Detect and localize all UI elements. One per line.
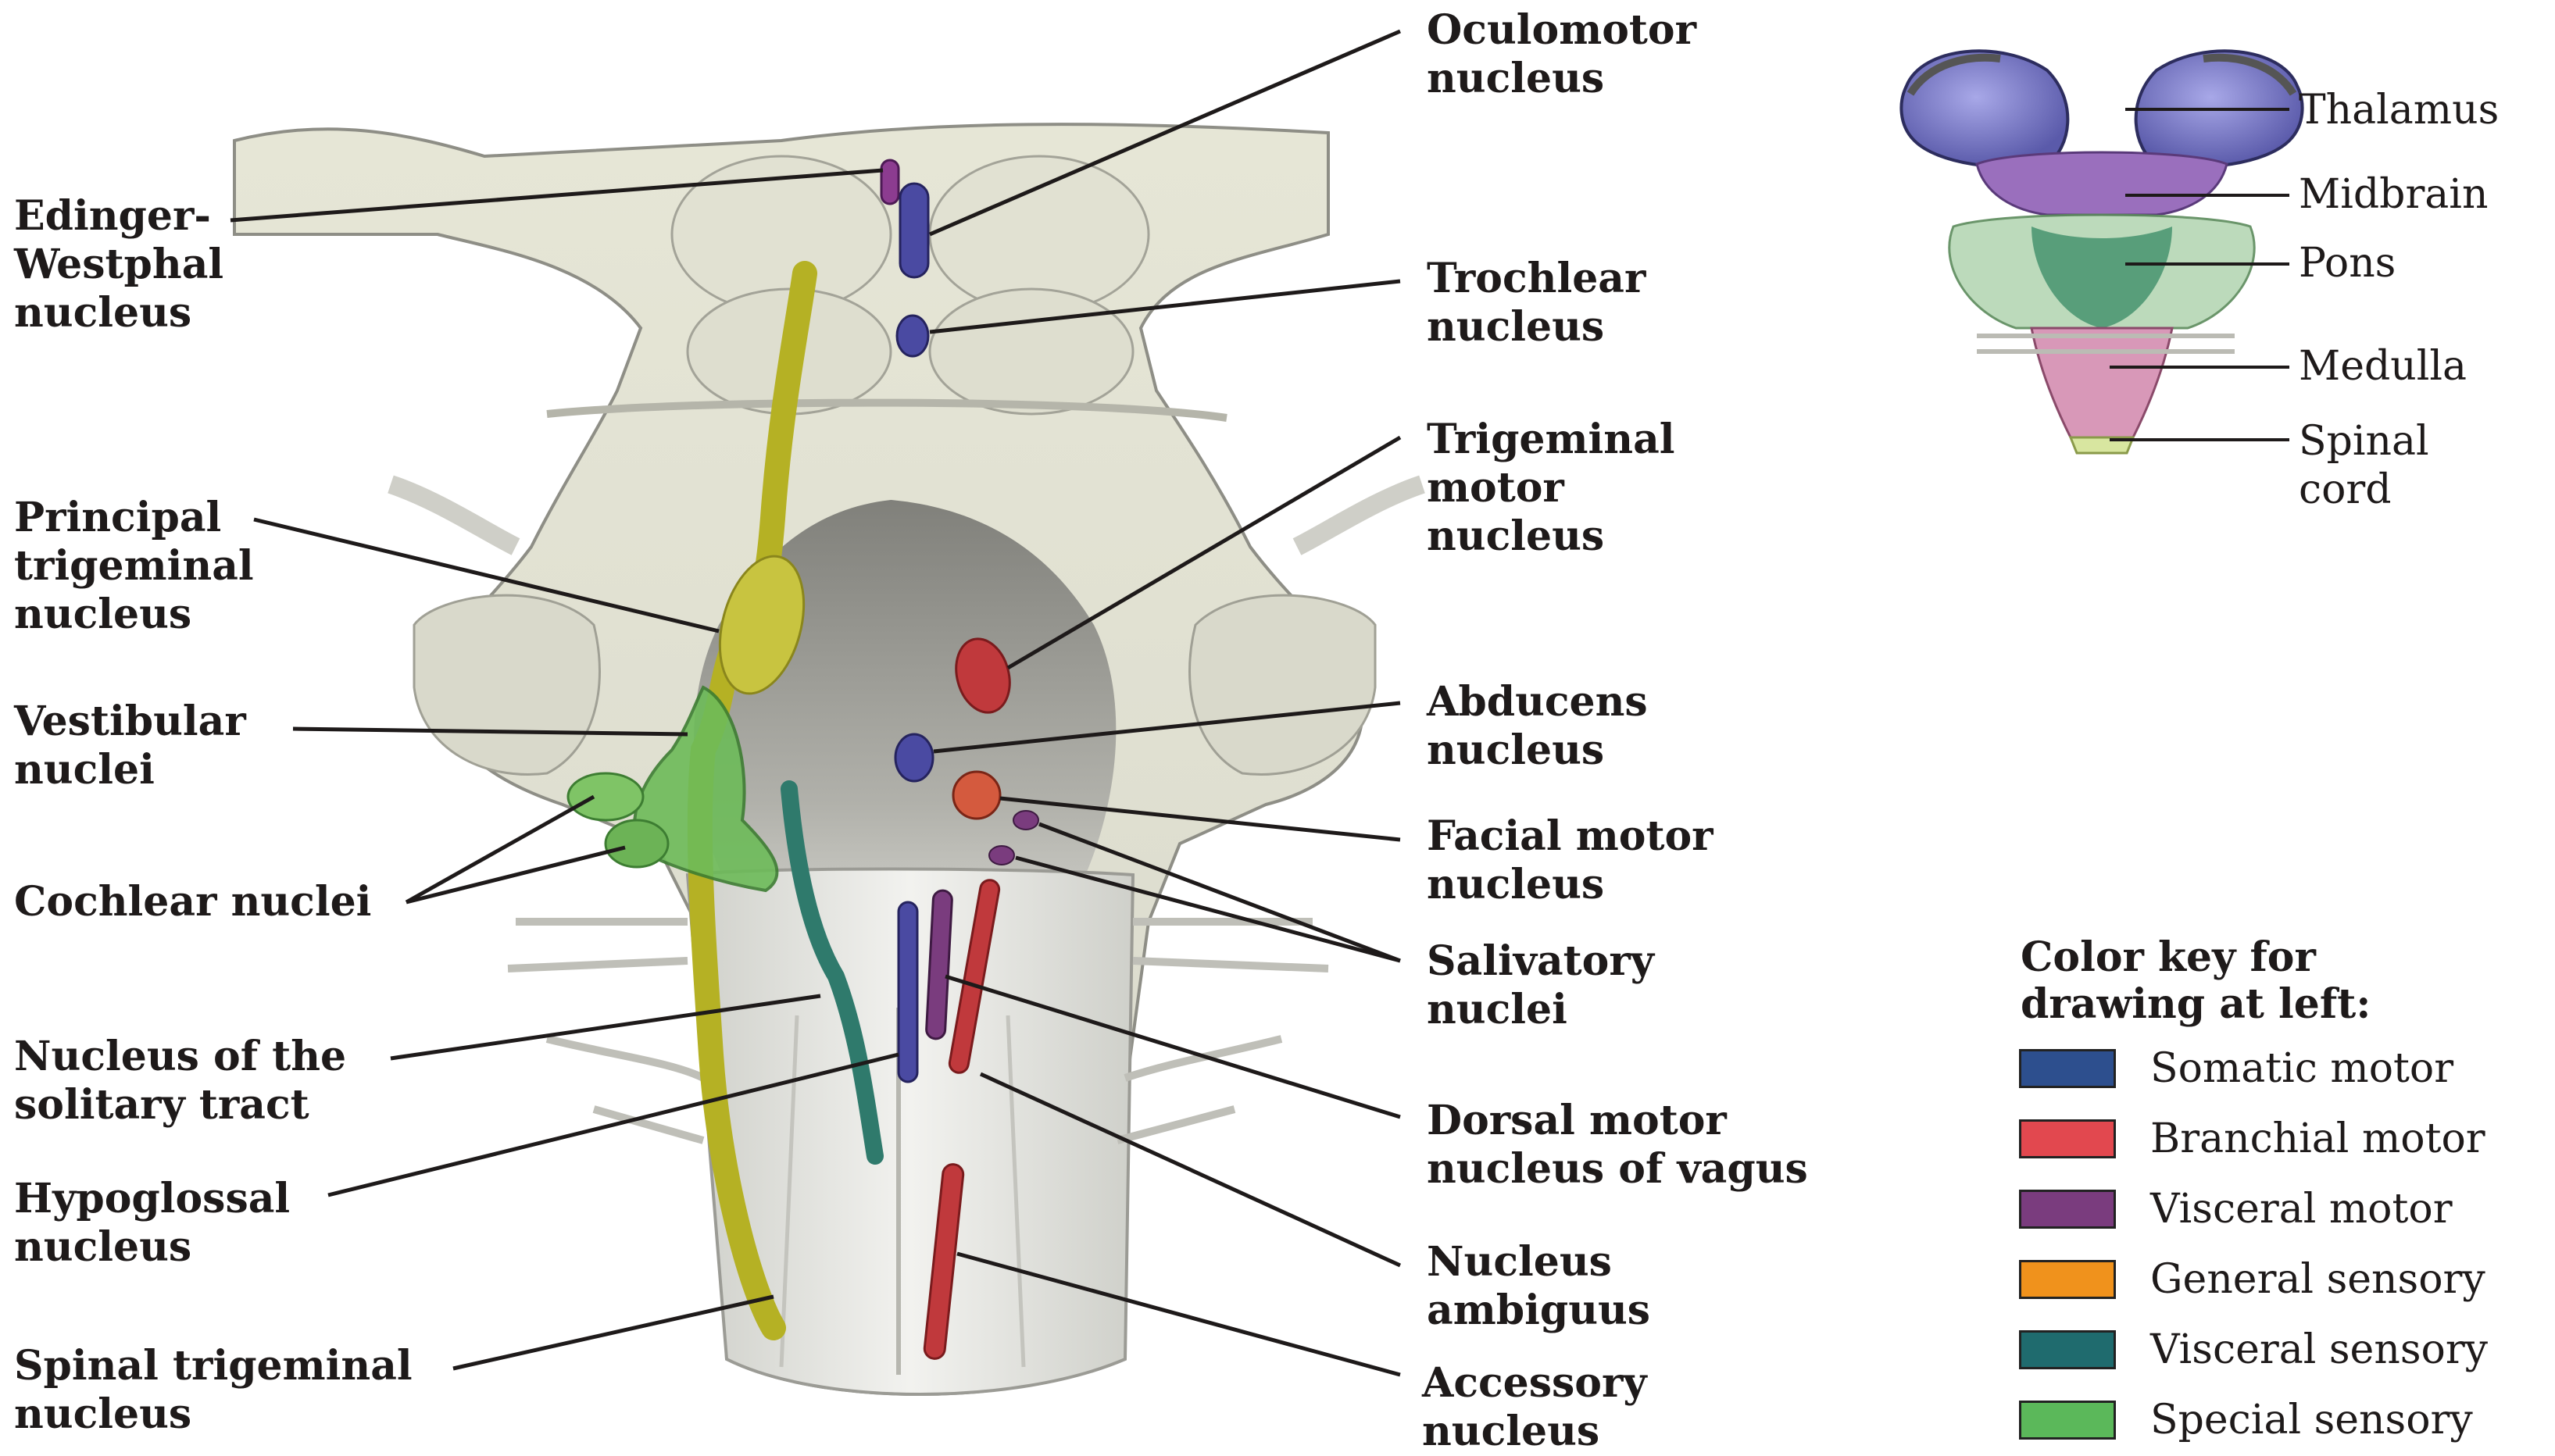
color-key-label: Visceral motor [2150,1186,2453,1233]
leader-trochlear [929,279,1401,334]
leader-accessory [956,1251,1401,1377]
color-key-label: General sensory [2150,1256,2485,1303]
inset-brainstem [1899,49,2304,455]
color-swatch [2019,1190,2116,1229]
leader-cochlear-a [405,794,595,905]
inferior-colliculus-right [928,287,1135,416]
leader-dorsal-motor [945,974,1401,1119]
accessory-nucleus [923,1163,965,1360]
inset-leader-lines [2110,108,2289,441]
leader-spinal-trig [452,1294,774,1371]
leader-vestibular [292,726,688,737]
leader-principal [253,517,720,633]
leader-hypoglossal [327,1052,899,1197]
leader-oculomotor [929,29,1401,237]
salivatory-nucleus-inferior [988,845,1015,865]
salivatory-nucleus-superior [1013,810,1039,830]
nucleus-solitary-tract [781,780,884,1165]
label-cochlear: Cochlear nuclei [14,878,372,926]
facial-motor-nucleus [952,770,1002,820]
vestibular-nuclei [633,685,779,893]
trigeminal-root-right [1292,475,1425,555]
leader-edinger [230,168,884,223]
cochlear-nucleus-dorsal [566,772,645,822]
principal-trigeminal-nucleus [718,555,806,695]
inset-medulla [2030,327,2174,439]
pons-band [546,398,1227,422]
color-key-label: Somatic motor [2150,1045,2454,1092]
nucleus-ambiguus [948,879,1001,1074]
leader-salivatory-a [1038,822,1401,963]
dorsal-motor-nucleus-vagus [925,889,953,1040]
cerebellar-peduncle-left [413,594,601,776]
leader-salivatory-b [1015,855,1401,963]
leader-abducens [933,701,1401,754]
color-swatch [2019,1049,2116,1088]
hypoglossal-nucleus [897,901,919,1083]
leader-cochlear-b [406,845,626,905]
inset-label-pons: Pons [2299,240,2396,287]
edinger-westphal-nucleus [880,159,900,205]
nerve-roots-right [1116,918,1329,1144]
leader-ambiguus [979,1072,1402,1268]
color-key-label: Special sensory [2150,1397,2473,1444]
cochlear-nucleus-ventral [604,819,670,869]
inset-thalamus-left [1899,49,2070,169]
brainstem-body [233,123,1425,1396]
cerebellar-peduncle-right [1188,594,1377,776]
inset-label-medulla: Medulla [2299,343,2467,390]
trochlear-nucleus [895,314,930,358]
leader-trig-motor [1006,435,1402,670]
color-key-label: Visceral sensory [2150,1326,2489,1373]
color-swatch [2019,1330,2116,1369]
trigeminal-root-left [388,475,520,555]
leader-facial [999,796,1401,842]
inset-midbrain [1975,151,2228,216]
leader-lines [230,29,1402,1377]
nuclei [566,159,1039,1360]
color-swatch [2019,1119,2116,1158]
color-swatch [2019,1260,2116,1299]
leader-solitary [390,994,821,1061]
nerve-roots-left [507,918,706,1144]
inset-label-thalamus: Thalamus [2299,87,2500,134]
color-swatch [2019,1401,2116,1440]
inset-label-midbrain: Midbrain [2299,171,2489,218]
color-key-label: Branchial motor [2150,1115,2485,1162]
oculomotor-nucleus [899,182,930,279]
abducens-nucleus [894,733,934,783]
trigeminal-motor-nucleus [955,637,1011,714]
